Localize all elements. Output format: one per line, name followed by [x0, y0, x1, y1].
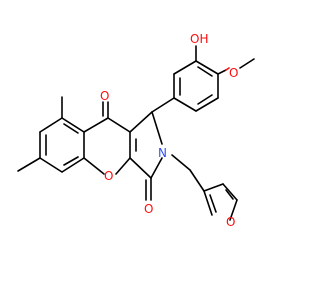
furan-oxygen-label: O — [226, 215, 235, 229]
methyl-bond — [239, 58, 255, 69]
methoxy-bond — [217, 69, 227, 75]
furan-ring — [203, 183, 238, 221]
hydroxyl-label: OH — [190, 32, 208, 46]
nitrogen-label: N — [158, 146, 167, 160]
pyran-ring — [83, 117, 131, 175]
pyrrolone-ring — [129, 111, 163, 179]
methylene-furan-bond — [189, 169, 205, 192]
lactam-oxygen-label: O — [144, 202, 153, 216]
n-methylene-bond — [171, 154, 191, 171]
aryl-ch-bond — [151, 97, 175, 113]
pyran-oxygen-label: O — [104, 169, 113, 183]
methoxy-oxygen-label: O — [229, 66, 238, 80]
methyl-left-bond — [17, 157, 41, 172]
molecule-structure-diagram: OH O N O O O O — [17, 32, 255, 229]
ketone-oxygen-label: O — [100, 89, 109, 103]
phenol-ring — [173, 60, 219, 112]
benzo-ring — [39, 117, 85, 173]
